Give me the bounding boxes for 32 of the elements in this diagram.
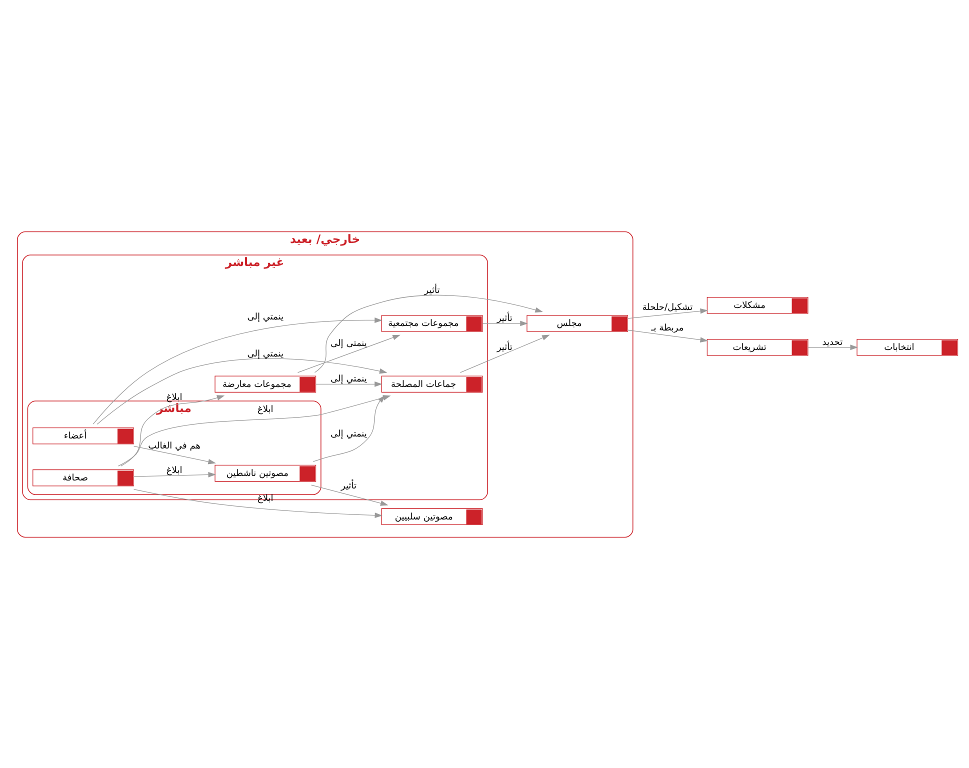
arrow xyxy=(807,344,858,350)
edge-label: تأثير xyxy=(496,314,512,324)
edge-label: تأثير xyxy=(340,480,356,491)
arrow xyxy=(132,488,382,518)
edge-label: ينمتى إلى xyxy=(330,338,366,349)
arrow xyxy=(315,380,382,386)
edge-label: ينمتي إلى xyxy=(246,349,284,360)
arrow xyxy=(296,334,400,372)
edge-label: تأثير xyxy=(496,342,512,353)
arrow xyxy=(312,394,385,462)
edge-label: تحديد xyxy=(822,337,842,348)
arrow xyxy=(120,394,224,466)
arrow xyxy=(314,294,542,372)
arrow xyxy=(310,484,388,506)
edge-label: ابلاغ xyxy=(166,465,182,476)
arrow xyxy=(459,334,550,372)
arrow xyxy=(627,308,708,318)
edge-label: تأثير xyxy=(424,286,440,296)
edge-label: ينمتي إلى xyxy=(330,374,366,384)
edge-label: تشكيل/حلحلة xyxy=(642,302,692,313)
edge-label: ابلاغ xyxy=(256,404,273,415)
arrow xyxy=(627,329,708,342)
arrow xyxy=(132,445,216,464)
edge-label: مربطة بـ xyxy=(650,323,684,334)
arrow xyxy=(132,472,216,477)
edge-label: ابلاغ xyxy=(166,392,182,402)
edge-label: هم في الغالب xyxy=(148,440,200,451)
arrow xyxy=(92,317,382,424)
arrow xyxy=(482,320,528,326)
edge-label: ينمتي إلى xyxy=(330,429,366,440)
edge-label: ينمتي إلى xyxy=(246,312,284,322)
arrow xyxy=(96,358,387,424)
